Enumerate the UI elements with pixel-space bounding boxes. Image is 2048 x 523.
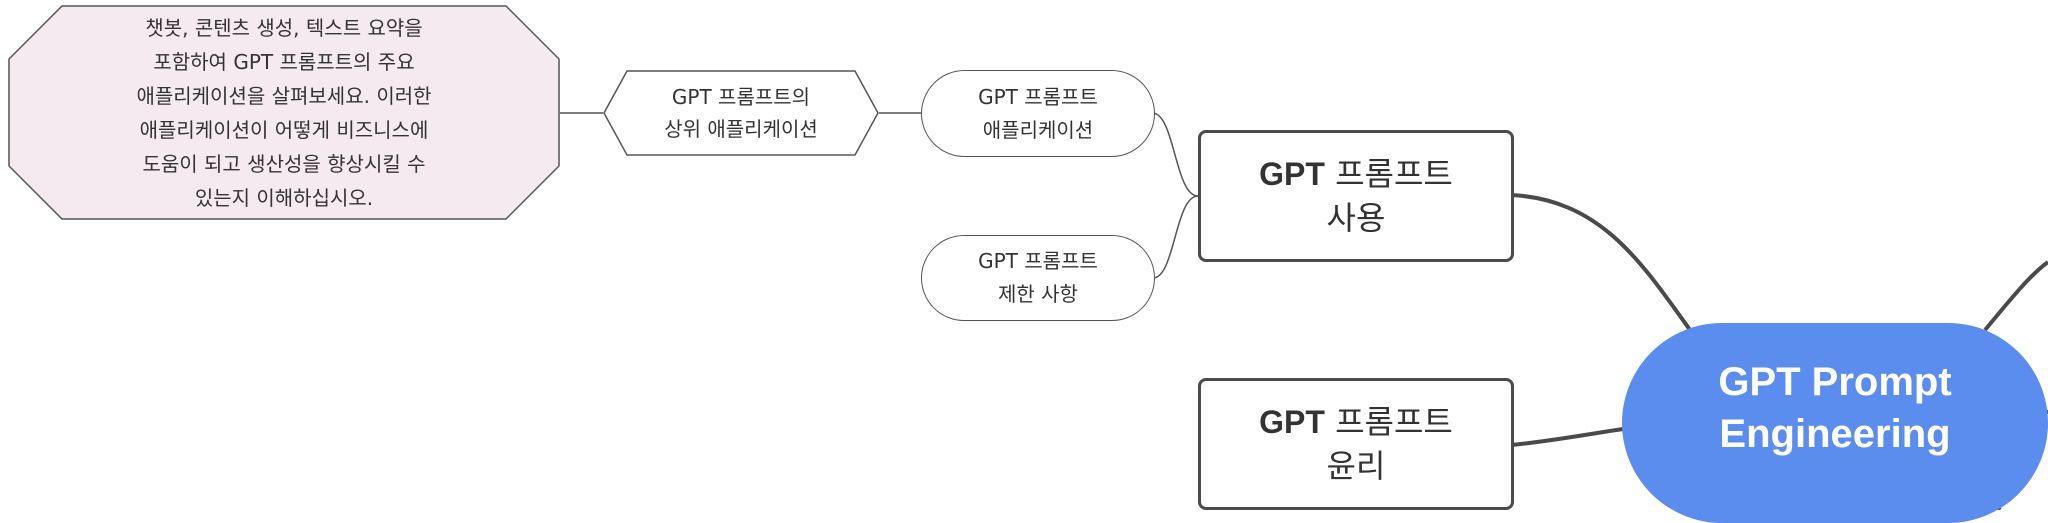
connector-central-upper-right (1983, 260, 2048, 332)
note-octagon[interactable]: 챗봇, 콘텐츠 생성, 텍스트 요약을 포함하여 GPT 프롬프트의 주요 애플… (8, 5, 560, 220)
connector-central-usage (1511, 193, 1692, 332)
ethics-topic-prefix: GPT (1259, 404, 1325, 440)
note-text: 챗봇, 콘텐츠 생성, 텍스트 요약을 포함하여 GPT 프롬프트의 주요 애플… (136, 15, 432, 210)
connector-usage-limitations (1152, 195, 1199, 279)
connector-usage-applications (1152, 112, 1199, 197)
central-topic-line1: GPT Prompt (1718, 360, 1952, 404)
top-applications-node[interactable]: GPT 프롬프트의 상위 애플리케이션 (603, 70, 879, 156)
central-topic-line2: Engineering (1719, 412, 1951, 456)
usage-topic-prefix: GPT (1259, 156, 1325, 192)
top-applications-label: GPT 프롬프트의 상위 애플리케이션 (664, 85, 818, 141)
applications-node[interactable]: GPT 프롬프트 애플리케이션 (921, 70, 1155, 157)
usage-topic-line2: 사용 (1326, 199, 1386, 237)
limitations-node[interactable]: GPT 프롬프트 제한 사항 (921, 235, 1155, 321)
mind-map-canvas: 챗봇, 콘텐츠 생성, 텍스트 요약을 포함하여 GPT 프롬프트의 주요 애플… (8, 5, 2048, 523)
ethics-topic-rest: 프롬프트 (1324, 403, 1453, 441)
usage-topic-rest: 프롬프트 (1324, 155, 1453, 193)
hexagon-shape (603, 70, 879, 156)
ethics-topic-line2: 윤리 (1326, 447, 1386, 485)
connector-central-ethics (1511, 426, 1631, 447)
octagon-shape (8, 5, 560, 220)
